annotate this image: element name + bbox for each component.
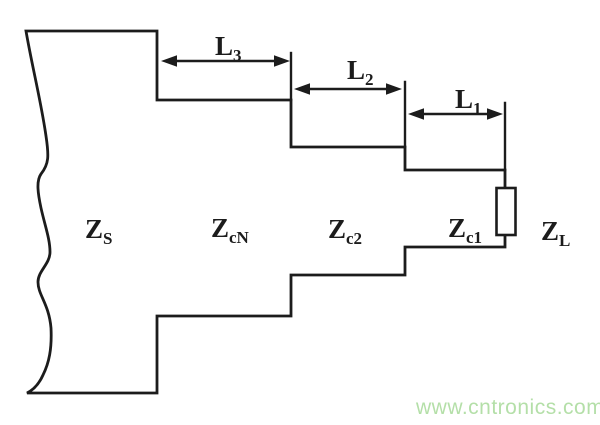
l1-arrowhead-right-icon [487,108,503,120]
labels-group: L3 L2 L1 ZS ZcN Zc2 Zc1 ZL [85,31,570,250]
l3-arrowhead-right-icon [274,55,290,67]
extension-lines-group [289,51,507,172]
impedance-label-load: ZL [541,216,570,250]
impedance-label-source: ZS [85,214,112,248]
length-label-l1: L1 [455,84,482,118]
impedance-label-sectionN: ZcN [211,213,250,247]
length-label-l3: L3 [215,31,242,65]
impedance-label-section2: Zc2 [328,214,362,248]
l2-arrowhead-right-icon [386,83,402,95]
l3-arrowhead-left-icon [161,55,177,67]
arrow-shafts-group [175,59,489,116]
diagram-outline-group [24,29,517,395]
impedance-label-section1: Zc1 [448,213,482,247]
load-resistor-symbol [495,186,517,237]
l1-arrowhead-left-icon [408,108,424,120]
stepped-transformer-outline [24,29,507,395]
l2-arrowhead-left-icon [294,83,310,95]
arrowheads-group [161,55,503,120]
watermark: www.cntronics.com [415,396,600,419]
length-label-l2: L2 [347,55,374,89]
